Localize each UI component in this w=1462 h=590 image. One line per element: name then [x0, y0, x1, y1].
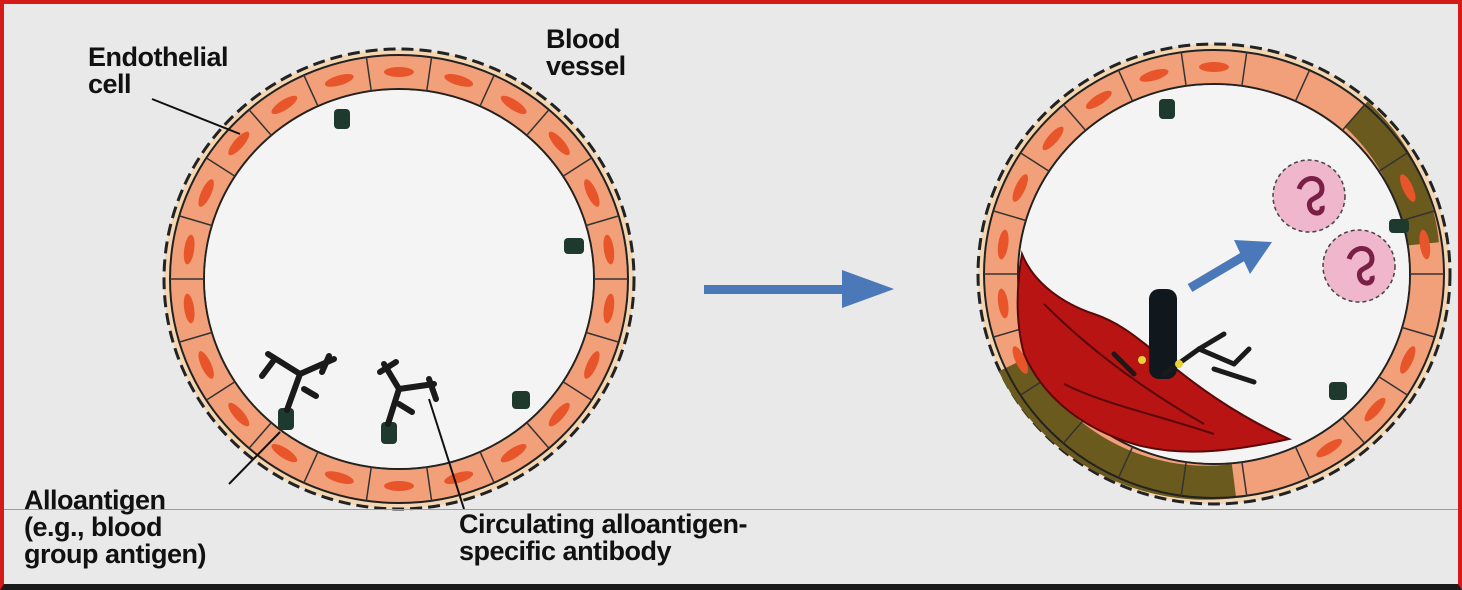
blood-vessel-label: Blood vessel [546, 26, 626, 80]
alloantigen-label: Alloantigen (e.g., blood group antigen) [24, 487, 206, 568]
endothelial-cell-pointer [152, 99, 240, 134]
cell-nucleus [384, 67, 414, 77]
cell-nucleus [1199, 62, 1229, 72]
endothelial-cell-label: Endothelial cell [88, 44, 228, 98]
cell-nucleus [384, 481, 414, 491]
neutrophil-2 [1323, 230, 1395, 302]
circulating-antibody-label: Circulating alloantigen- specific antibo… [459, 511, 747, 565]
neutrophil-1 [1273, 160, 1345, 232]
normal-blood-vessel [164, 49, 634, 509]
right-arrow-icon [704, 270, 894, 308]
